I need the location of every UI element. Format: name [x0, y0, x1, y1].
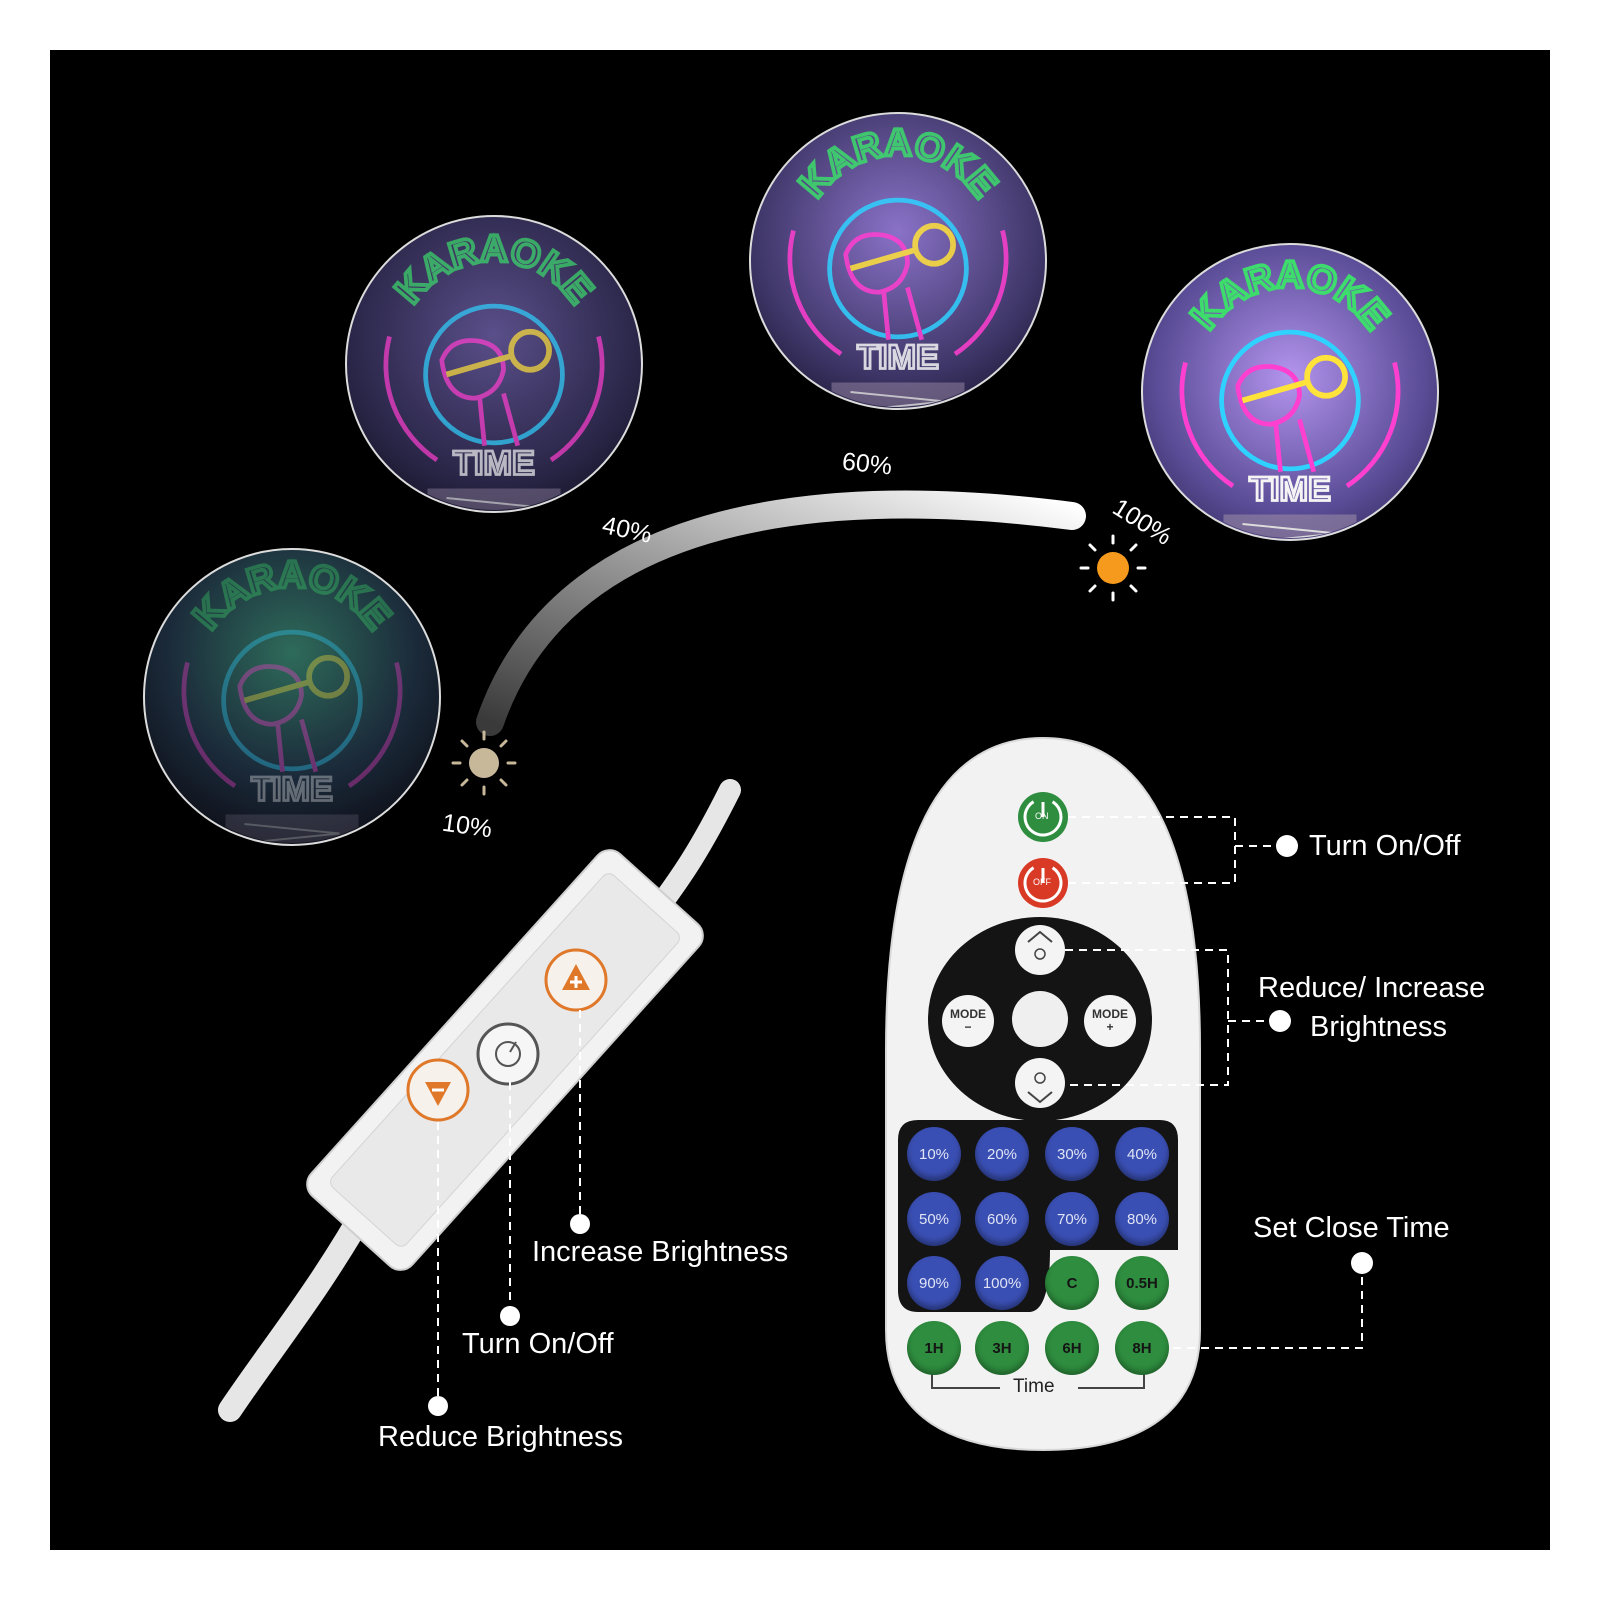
- sign-40-percent: [345, 215, 643, 513]
- label-60-percent: 60%: [840, 447, 894, 481]
- cable-bottom: [218, 1188, 382, 1422]
- sign-60-percent: [749, 112, 1047, 410]
- remote-mode-minus-button[interactable]: MODE −: [942, 995, 994, 1047]
- increase-brightness-button: [544, 948, 608, 1012]
- remote-8h-button[interactable]: 8H: [1115, 1321, 1169, 1375]
- reduce-brightness-label: Reduce Brightness: [378, 1421, 624, 1453]
- callout-reduce-increase: Reduce/ Increase: [1258, 972, 1486, 1004]
- increase-brightness-label: Increase Brightness: [532, 1236, 789, 1268]
- illustration: KARAOKE TIME: [143, 112, 1439, 1452]
- callout-brightness: Brightness: [1310, 1011, 1448, 1043]
- power-button: [476, 1022, 540, 1086]
- product-panel: KARAOKE TIME: [50, 50, 1550, 1550]
- remote-100-percent-button[interactable]: 100%: [975, 1256, 1029, 1310]
- remote-40-percent-button[interactable]: 40%: [1115, 1127, 1169, 1181]
- remote-3h-button[interactable]: 3H: [975, 1321, 1029, 1375]
- reduce-brightness-button: [406, 1058, 470, 1122]
- remote-0-5h-button[interactable]: 0.5H: [1115, 1256, 1169, 1310]
- remote-70-percent-button[interactable]: 70%: [1045, 1192, 1099, 1246]
- remote-center-button: [1012, 991, 1068, 1047]
- remote-1h-button[interactable]: 1H: [907, 1321, 961, 1375]
- sun-bright-icon: [1079, 534, 1147, 602]
- remote-10-percent-button[interactable]: 10%: [907, 1127, 961, 1181]
- brightness-arc: [476, 490, 1086, 736]
- remote-90-percent-button[interactable]: 90%: [907, 1256, 961, 1310]
- remote-time-label: Time: [1013, 1376, 1055, 1397]
- remote-cancel-timer-button[interactable]: C: [1045, 1256, 1099, 1310]
- remote-30-percent-button[interactable]: 30%: [1045, 1127, 1099, 1181]
- remote-on-text: ON: [1035, 811, 1049, 821]
- remote-keypad-bg: [898, 1120, 1178, 1312]
- sign-10-percent: [143, 548, 441, 846]
- remote-60-percent-button[interactable]: 60%: [975, 1192, 1029, 1246]
- callout-set-close-time: Set Close Time: [1253, 1212, 1450, 1244]
- sun-dim-icon: [451, 730, 517, 796]
- remote-mode-plus-button[interactable]: MODE +: [1084, 995, 1136, 1047]
- remote-50-percent-button[interactable]: 50%: [907, 1192, 961, 1246]
- remote-80-percent-button[interactable]: 80%: [1115, 1192, 1169, 1246]
- remote-6h-button[interactable]: 6H: [1045, 1321, 1099, 1375]
- remote-20-percent-button[interactable]: 20%: [975, 1127, 1029, 1181]
- remote-off-text: OFF: [1033, 877, 1051, 887]
- turn-on-off-label: Turn On/Off: [462, 1328, 614, 1360]
- callout-turn-on-off: Turn On/Off: [1309, 830, 1461, 862]
- remote-brightness-up: [1015, 925, 1065, 975]
- sign-100-percent: [1141, 243, 1439, 541]
